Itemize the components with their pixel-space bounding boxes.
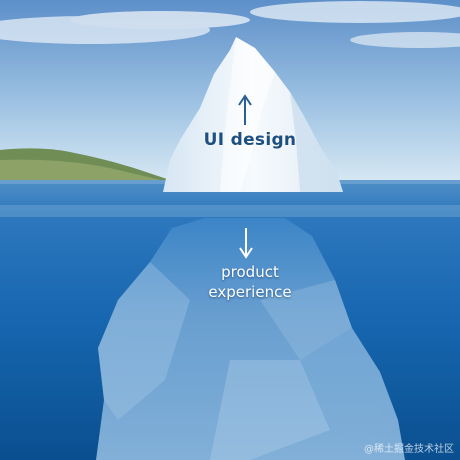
above-water-label: UI design bbox=[203, 130, 297, 150]
clouds bbox=[0, 1, 460, 48]
arrow-down-icon bbox=[239, 228, 253, 259]
watermark: @稀土掘金技术社区 bbox=[364, 444, 454, 455]
below-water-label-line-2: experience bbox=[208, 283, 292, 301]
arrow-up-icon bbox=[238, 94, 252, 125]
submerged-iceberg bbox=[96, 218, 405, 460]
below-water-label-line-1: product bbox=[221, 263, 279, 281]
below-water-label: product experience bbox=[180, 262, 320, 302]
submerged-iceberg-facets bbox=[98, 262, 398, 460]
